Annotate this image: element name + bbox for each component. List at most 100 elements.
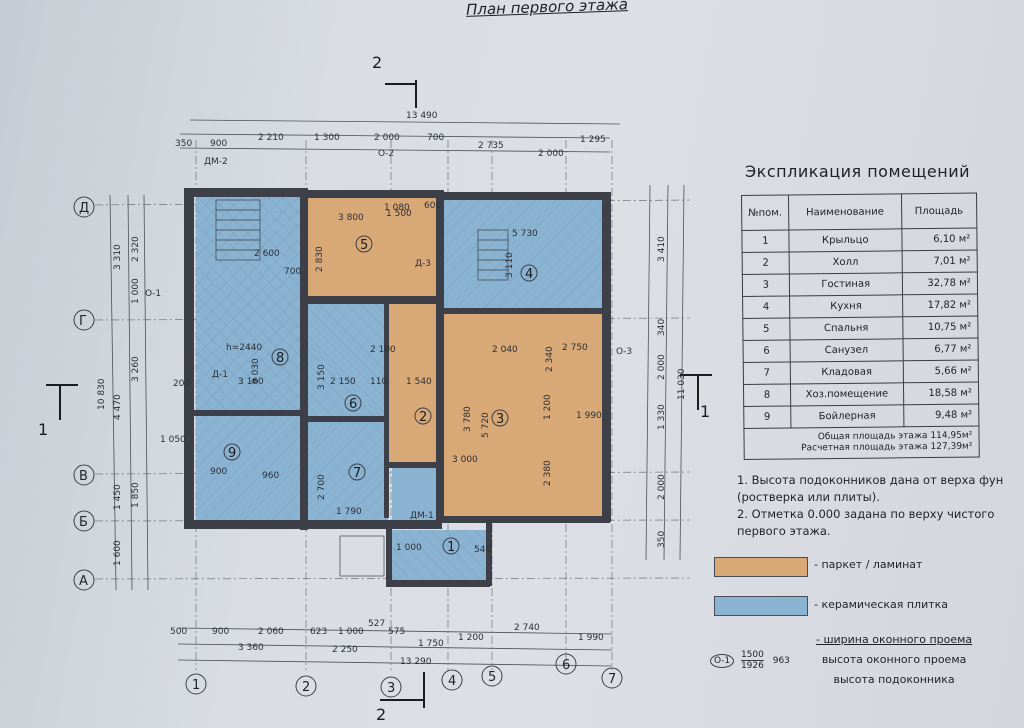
dim-label: 2 250 xyxy=(332,645,358,655)
room-number-9: 9 xyxy=(228,446,236,461)
room-number-cell: 5 xyxy=(742,317,790,341)
inner-label: 1 000 xyxy=(396,543,422,553)
inner-label: 3 000 xyxy=(452,455,478,465)
dim-label: 1 295 xyxy=(580,135,606,145)
dim-label: 527 xyxy=(368,619,385,629)
tile-swatch xyxy=(714,596,808,616)
axis-labels: 1 2 3 4 5 6 7 Д Г В Б А xyxy=(79,201,616,696)
dim-label: 2 000 xyxy=(657,354,667,380)
dim-label: 2 000 xyxy=(538,149,564,159)
dim-label: 13 290 xyxy=(400,657,432,667)
dim-label: 350 xyxy=(175,139,192,149)
total-area-value: 114,95м² xyxy=(930,430,973,442)
inner-label: ДМ-2 xyxy=(204,157,228,167)
window-fraction: 1500 1926 xyxy=(740,650,764,671)
room-area-cell: 32,78 м² xyxy=(902,272,978,295)
dim-label: 11 030 xyxy=(677,368,687,400)
inner-label: 5 720 xyxy=(481,412,491,438)
axis-label-1: 1 xyxy=(192,678,200,693)
right-dimension-labels: 3 410 340 2 000 1 330 11 030 2 000 350 xyxy=(657,236,687,548)
window-legend-text: - ширина оконного проема высота оконного… xyxy=(816,630,972,690)
inner-label: 2 150 xyxy=(330,377,356,387)
room-number-3: 3 xyxy=(496,412,504,427)
room-number-cell: 3 xyxy=(742,274,790,297)
room-number-cell: 1 xyxy=(741,230,789,253)
room-name-cell: Кладовая xyxy=(790,360,904,384)
legend-tile-label: - керамическая плитка xyxy=(814,598,949,611)
axis-label-6: 6 xyxy=(562,658,570,673)
inner-label: ДМ-1 xyxy=(410,511,434,521)
note-line: 1. Высота подоконников дана от верха фун xyxy=(737,473,1004,487)
axis-label-5: 5 xyxy=(488,670,496,685)
room-name-cell: Санузел xyxy=(789,338,904,362)
note-line: 2. Отметка 0.000 задана по верху чистого xyxy=(737,507,995,521)
window-legend-line: высота подоконника xyxy=(833,673,955,686)
inner-label: 1 990 xyxy=(576,411,602,421)
dim-label: 1 750 xyxy=(418,639,444,649)
totals-row: Общая площадь этажа 114,95м² Расчетная п… xyxy=(743,426,980,460)
dim-label: 13 490 xyxy=(406,111,438,121)
dim-label: 1 200 xyxy=(458,633,484,643)
dim-label: 1 330 xyxy=(657,404,667,430)
room-name-cell: Спальня xyxy=(789,316,903,340)
room-area-cell: 6,10 м² xyxy=(901,228,977,251)
dim-label: 1 600 xyxy=(113,540,123,566)
walls xyxy=(184,188,611,587)
note-line: (ростверка или плиты). xyxy=(737,490,880,504)
left-dimension-labels: 3 310 2 320 1 000 3 260 4 470 10 830 1 4… xyxy=(97,236,141,566)
room-name-cell: Гостиная xyxy=(789,272,903,296)
axis-label-7: 7 xyxy=(608,672,616,687)
room-area-cell: 10,75 м² xyxy=(902,316,978,339)
dim-label: 2 000 xyxy=(374,133,400,143)
table-header-row: №пом. Наименование Площадь xyxy=(741,193,977,231)
inner-label: 600 xyxy=(424,201,441,211)
inner-label: 9 030 xyxy=(251,358,261,384)
axis-bubbles xyxy=(73,196,623,698)
dim-label: 10 830 xyxy=(97,378,107,410)
room-name-cell: Крыльцо xyxy=(788,228,902,253)
section-mark-right: 1 xyxy=(700,402,710,421)
header-number: №пом. xyxy=(741,195,789,231)
inner-labels: 3 800 2 830 1 080 600 5 730 3 110 h=2440… xyxy=(145,149,632,555)
total-area-label: Общая площадь этажа xyxy=(817,431,928,443)
axis-label-g: Г xyxy=(79,314,87,329)
room-numbers: 5 4 8 6 2 3 9 7 1 xyxy=(223,235,538,555)
inner-label: 3 800 xyxy=(338,213,364,223)
dim-label: 900 xyxy=(210,139,227,149)
header-area: Площадь xyxy=(901,193,977,229)
axis-label-4: 4 xyxy=(448,674,456,689)
inner-label: 3 150 xyxy=(317,364,327,390)
inner-label: 540 xyxy=(474,545,491,555)
section-mark-left: 1 xyxy=(38,420,48,439)
dim-label: 3 310 xyxy=(113,244,123,270)
window-legend-line: высота оконного проема xyxy=(821,653,967,666)
inner-label: 110 xyxy=(370,377,387,387)
room-number-2: 2 xyxy=(419,410,427,425)
axis-label-a: А xyxy=(79,574,88,589)
section-mark-bottom: 2 xyxy=(376,705,386,724)
window-width: 1500 xyxy=(740,650,764,661)
inner-label: 1 500 xyxy=(386,209,412,219)
axis-label-3: 3 xyxy=(387,681,395,696)
dim-label: 340 xyxy=(657,319,667,336)
room-area-cell: 18,58 м² xyxy=(903,382,979,405)
note-line: первого этажа. xyxy=(737,524,831,538)
dim-label: 3 410 xyxy=(657,236,667,262)
room-area-cell: 17,82 м² xyxy=(902,294,978,317)
room-name-cell: Хоз.помещение xyxy=(790,382,904,406)
inner-label: 200 xyxy=(173,379,190,389)
floor-fills xyxy=(196,196,608,582)
axis-label-d: Д xyxy=(79,201,89,216)
room-number-cell: 6 xyxy=(743,339,791,363)
dim-label: 500 xyxy=(170,627,187,637)
calc-area-value: 127,39м² xyxy=(930,441,973,453)
room-name-cell: Бойлерная xyxy=(790,404,904,428)
inner-label: О-3 xyxy=(616,347,632,357)
inner-label: 960 xyxy=(262,471,279,481)
parquet-swatch xyxy=(714,557,808,577)
dim-label: 2 060 xyxy=(258,627,284,637)
dim-label: 1 000 xyxy=(338,627,364,637)
